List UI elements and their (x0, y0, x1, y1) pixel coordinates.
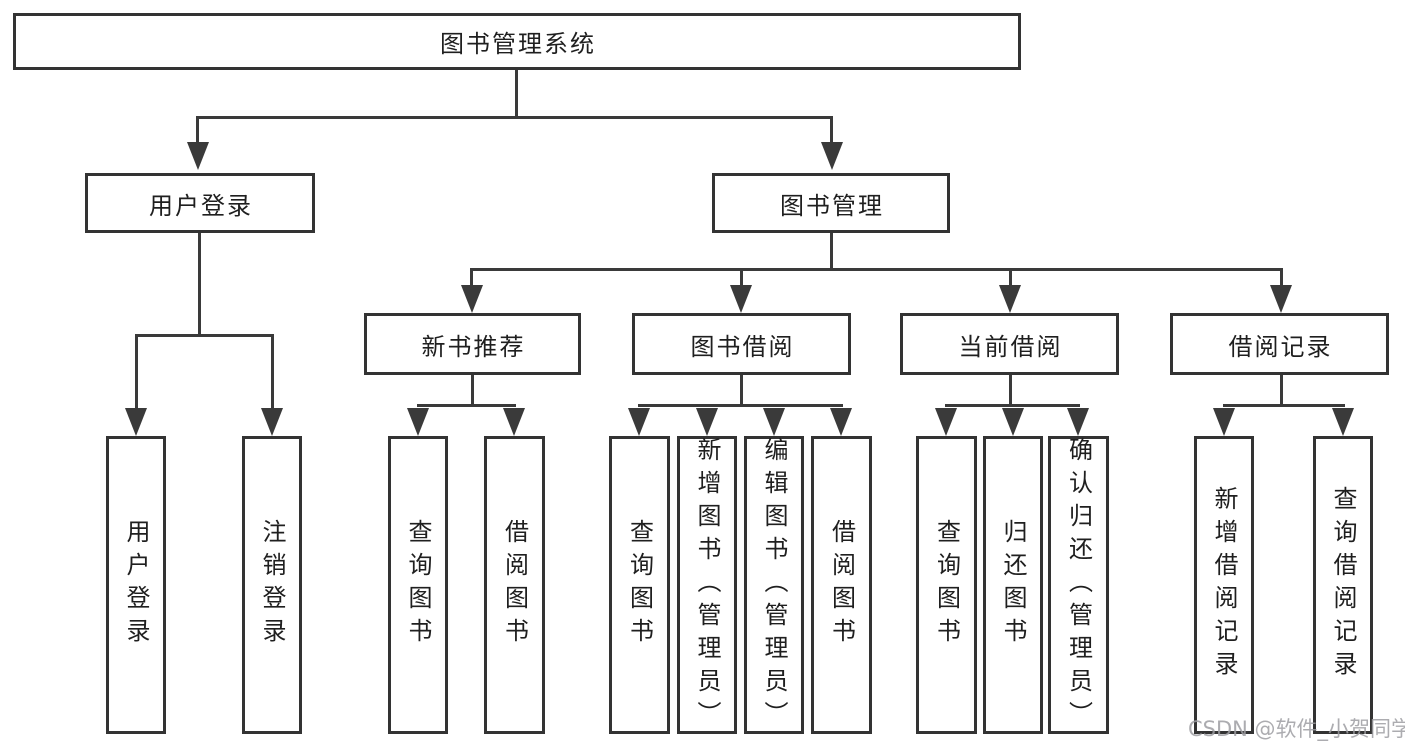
arrowhead-down-icon (763, 408, 785, 436)
arrowhead-down-icon (407, 408, 429, 436)
connector-vline (740, 375, 743, 407)
node-user-login-label: 用户登录 (149, 191, 253, 220)
leaf-borrow-query-books-label: 查询图书 (625, 519, 654, 651)
arrowhead-down-icon (125, 408, 147, 436)
connector-hline (470, 268, 1283, 271)
arrowhead-down-icon (696, 408, 718, 436)
arrowhead-down-icon (1270, 285, 1292, 313)
leaf-confirm-return-admin-label: 确认归还（管理员） (1064, 436, 1093, 734)
arrowhead-down-icon (1332, 408, 1354, 436)
arrowhead-down-icon (461, 285, 483, 313)
connector-vline (1280, 271, 1283, 287)
connector-vline (271, 337, 274, 411)
arrowhead-down-icon (821, 142, 843, 170)
connector-vline (196, 119, 199, 143)
arrowhead-down-icon (935, 408, 957, 436)
leaf-recommend-borrow-books: 借阅图书 (484, 436, 545, 734)
watermark: CSDN @软件_小贺同学 (1188, 717, 1405, 741)
arrowhead-down-icon (1002, 408, 1024, 436)
connector-hline (417, 404, 516, 407)
leaf-borrow-query-books: 查询图书 (609, 436, 670, 734)
connector-vline (740, 271, 743, 287)
leaf-edit-books-admin: 编辑图书（管理员） (744, 436, 804, 734)
leaf-edit-books-admin-label: 编辑图书（管理员） (760, 436, 788, 734)
node-book-borrow: 图书借阅 (632, 313, 851, 375)
node-current-borrow-label: 当前借阅 (958, 332, 1063, 361)
connector-hline (196, 116, 833, 119)
leaf-borrow-borrow-books: 借阅图书 (811, 436, 872, 734)
node-book-management: 图书管理 (712, 173, 950, 233)
connector-vline (515, 70, 518, 119)
leaf-add-borrow-record-label: 新增借阅记录 (1210, 486, 1238, 684)
leaf-current-query-books: 查询图书 (916, 436, 977, 734)
connector-vline (470, 271, 473, 287)
node-book-borrow-label: 图书借阅 (690, 332, 795, 361)
arrowhead-down-icon (999, 285, 1021, 313)
leaf-user-login: 用户登录 (106, 436, 166, 734)
connector-vline (135, 337, 138, 411)
node-book-management-label: 图书管理 (780, 191, 884, 220)
arrowhead-down-icon (261, 408, 283, 436)
arrowhead-down-icon (730, 285, 752, 313)
connector-vline (830, 233, 833, 271)
connector-vline (1009, 375, 1012, 407)
leaf-recommend-borrow-books-label: 借阅图书 (500, 519, 529, 651)
leaf-add-books-admin-label: 新增图书（管理员） (693, 436, 721, 734)
node-borrow-records-label: 借阅记录 (1228, 332, 1333, 361)
leaf-borrow-borrow-books-label: 借阅图书 (827, 519, 856, 651)
arrowhead-down-icon (628, 408, 650, 436)
connector-hline (638, 404, 843, 407)
arrowhead-down-icon (187, 142, 209, 170)
leaf-recommend-query-books: 查询图书 (388, 436, 448, 734)
connector-hline (135, 334, 274, 337)
leaf-query-borrow-record: 查询借阅记录 (1313, 436, 1373, 734)
leaf-confirm-return-admin: 确认归还（管理员） (1048, 436, 1109, 734)
node-borrow-records: 借阅记录 (1170, 313, 1389, 375)
leaf-query-borrow-record-label: 查询借阅记录 (1329, 486, 1357, 684)
node-current-borrow: 当前借阅 (900, 313, 1119, 375)
node-new-book-recommend: 新书推荐 (364, 313, 581, 375)
arrowhead-down-icon (830, 408, 852, 436)
connector-vline (830, 119, 833, 143)
leaf-current-query-books-label: 查询图书 (932, 519, 961, 651)
leaf-add-borrow-record: 新增借阅记录 (1194, 436, 1254, 734)
node-new-book-recommend-label: 新书推荐 (421, 332, 526, 361)
leaf-return-books-label: 归还图书 (999, 519, 1027, 651)
node-root: 图书管理系统 (13, 13, 1021, 70)
node-root-label: 图书管理系统 (440, 30, 596, 58)
leaf-return-books: 归还图书 (983, 436, 1043, 734)
connector-vline (198, 233, 201, 337)
connector-vline (1280, 375, 1283, 407)
leaf-logout-login-label: 注销登录 (258, 519, 286, 651)
connector-vline (1009, 271, 1012, 287)
node-user-login: 用户登录 (85, 173, 315, 233)
arrowhead-down-icon (1213, 408, 1235, 436)
arrowhead-down-icon (503, 408, 525, 436)
leaf-user-login-label: 用户登录 (122, 519, 150, 651)
leaf-add-books-admin: 新增图书（管理员） (677, 436, 737, 734)
connector-hline (945, 404, 1080, 407)
leaf-logout-login: 注销登录 (242, 436, 302, 734)
leaf-recommend-query-books-label: 查询图书 (404, 519, 432, 651)
connector-hline (1223, 404, 1345, 407)
connector-vline (471, 375, 474, 407)
arrowhead-down-icon (1067, 408, 1089, 436)
